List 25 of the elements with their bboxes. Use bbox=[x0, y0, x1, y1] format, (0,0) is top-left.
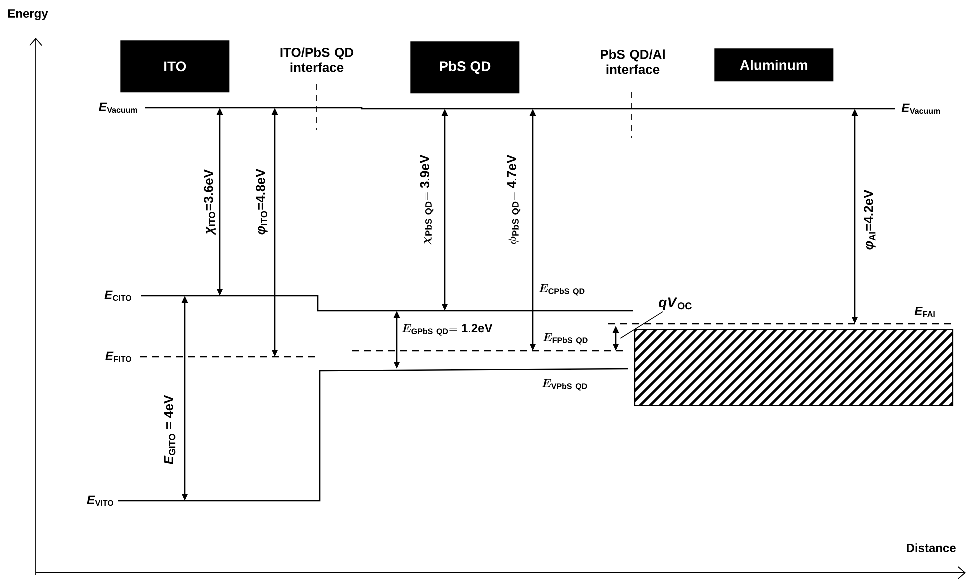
material-box: Aluminum bbox=[714, 48, 834, 82]
dimension-label: $\bm{\chi}_{\mathbf{PbS\ QD}}\mathbf{=3.9eV}$ bbox=[420, 155, 434, 245]
material-box: ITO bbox=[120, 40, 230, 93]
level-label: $\bm{E}_{\mathbf{FPbS\ QD}}$ bbox=[543, 333, 588, 345]
level-label: E$_{VITO}$ bbox=[87, 496, 114, 506]
axis-title: Energy bbox=[8, 10, 48, 20]
level-label: E$_{Vacuum}$ bbox=[99, 102, 138, 114]
level-label: E$_{FITO}$ bbox=[106, 352, 132, 362]
dimension-label: φ$_{Al}$=4.2eV bbox=[864, 190, 876, 250]
dimension-label: φ$_{ITO}$=4.8eV bbox=[256, 168, 268, 235]
leader-line bbox=[620, 312, 664, 339]
interface-label: PbS QD/Al interface bbox=[601, 50, 665, 74]
dimension-label: χ$_{ITO}$=3.6eV bbox=[204, 170, 216, 236]
dimension-label: $\bm{\phi}_{\mathbf{PbS\ QD}}\mathbf{=4.7eV}$ bbox=[507, 155, 521, 244]
axis-title: Distance bbox=[907, 544, 956, 552]
material-box: PbS QD bbox=[410, 42, 520, 94]
dimension-label: E$_{GITO}$ = 4eV bbox=[164, 395, 176, 465]
level-label: E$_{CITO}$ bbox=[104, 290, 132, 302]
level-label: $\bm{E}_{\mathbf{CPbS\ QD}}$ bbox=[539, 284, 585, 296]
level-label: $\bm{E}_{\mathbf{VPbS\ QD}}$ bbox=[542, 379, 588, 391]
level-label: E$_{FAl}$ bbox=[914, 306, 935, 318]
dimension-label: $\bm{E}_{\mathbf{GPbS\ QD}}\mathbf{=1.2eV}$ bbox=[402, 324, 493, 336]
level-label: E$_{Vacuum}$ bbox=[902, 104, 940, 114]
voltage-label: qV$_{OC}$ bbox=[659, 298, 692, 310]
interface-label: ITO/PbS QD interface bbox=[280, 48, 354, 72]
